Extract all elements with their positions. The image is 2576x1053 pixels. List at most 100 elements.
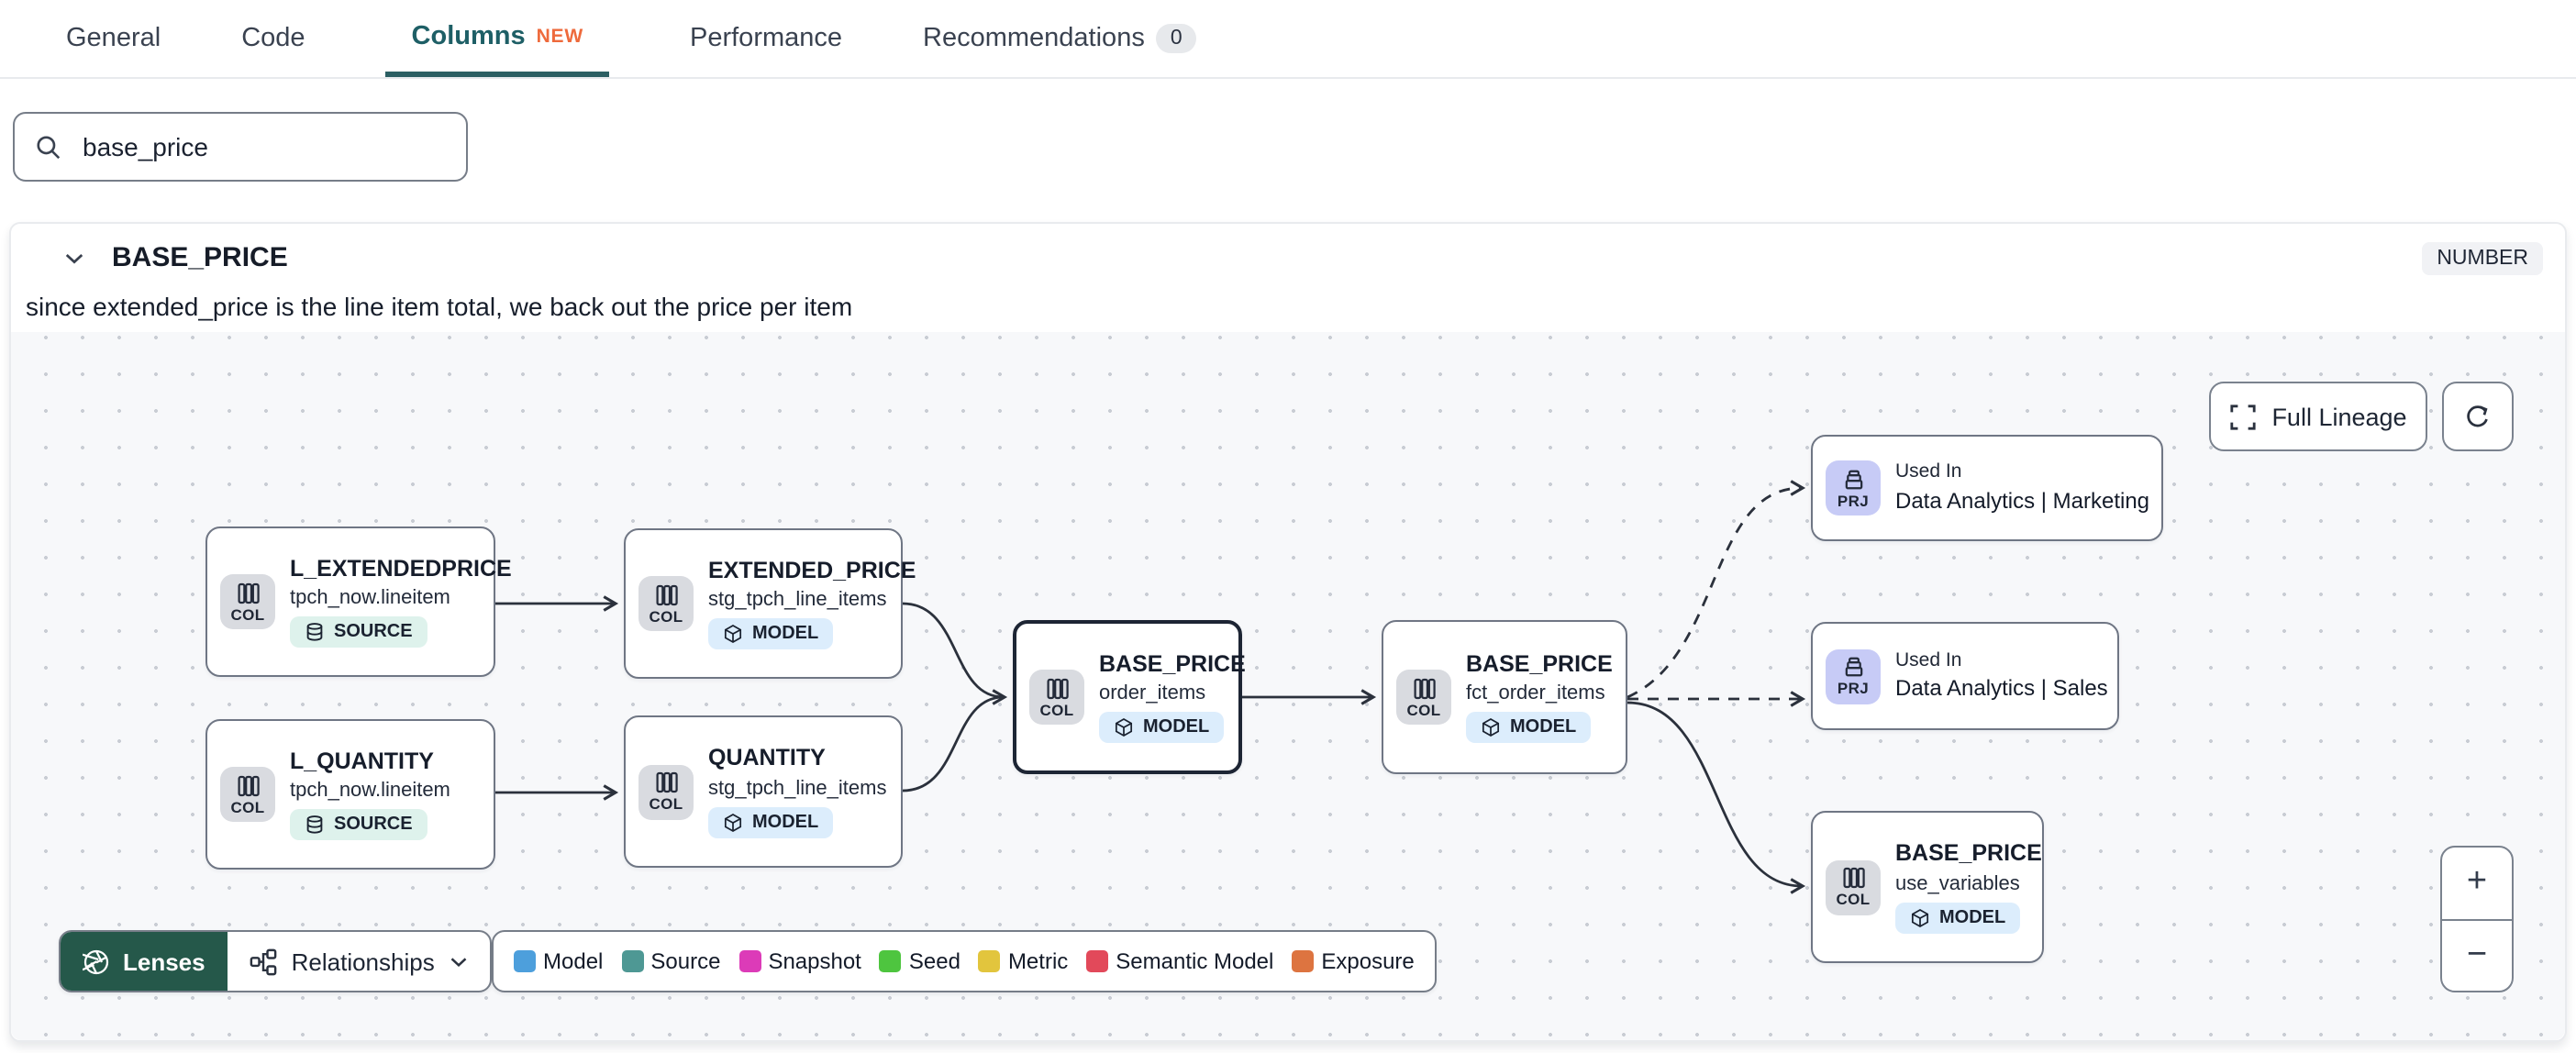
node-base-price-fct-order-items[interactable]: COL BASE_PRICE fct_order_items MODEL [1382,620,1627,774]
cube-icon [1910,907,1930,927]
columns-icon [236,582,260,605]
node-type-legend: Model Source Snapshot Seed Metric Semant… [492,930,1437,992]
lineage-edges [495,480,1806,894]
node-subtitle: order_items [1099,682,1206,705]
legend-item: Seed [879,948,960,974]
column-panel-header[interactable]: BASE_PRICE NUMBER [11,224,2565,281]
new-badge: NEW [536,25,583,47]
lens-toolbar: Lenses Relationships [59,930,492,992]
tab-columns[interactable]: Columns NEW [385,0,609,77]
source-badge: SOURCE [290,616,427,648]
search-icon [35,133,62,161]
project-stack-icon [1841,468,1865,492]
column-name: BASE_PRICE [112,242,288,273]
column-panel: BASE_PRICE NUMBER since extended_price i… [9,222,2567,1042]
columns-icon [1412,677,1436,701]
columns-icon [1045,677,1069,701]
column-tile: COL [1029,670,1084,725]
cube-icon [723,624,743,644]
model-badge: MODEL [708,618,834,649]
legend-swatch [514,950,536,972]
model-badge: MODEL [708,806,834,837]
project-tile: PRJ [1826,460,1881,515]
relationships-icon [250,948,277,975]
search-input[interactable] [79,130,446,163]
model-badge: MODEL [1466,712,1592,743]
lenses-button[interactable]: Lenses [61,932,228,991]
node-used-in-sales[interactable]: PRJ Used In Data Analytics | Sales [1811,622,2119,730]
node-title: L_QUANTITY [290,748,434,774]
columns-icon [654,771,678,795]
legend-item: Model [514,948,603,974]
cube-icon [723,812,743,832]
node-l-extendedprice[interactable]: COL L_EXTENDEDPRICE tpch_now.lineitem SO… [205,526,512,677]
tab-general[interactable]: General [66,24,161,53]
node-title: BASE_PRICE [1895,840,2042,867]
legend-swatch [978,950,1001,972]
database-icon [305,622,325,642]
node-subtitle: stg_tpch_line_items [708,589,887,612]
zoom-out-button[interactable]: − [2442,918,2512,991]
node-subtitle: fct_order_items [1466,682,1605,705]
node-title: Data Analytics | Sales [1895,675,2108,702]
tab-recommendations[interactable]: Recommendations 0 [923,0,1197,77]
column-tile: COL [638,764,694,819]
legend-item: Snapshot [738,948,861,974]
column-tile: COL [220,574,275,629]
project-stack-icon [1841,656,1865,680]
column-tile: COL [638,576,694,631]
legend-swatch [1292,950,1315,972]
chevron-down-icon[interactable] [64,250,84,265]
refresh-button[interactable] [2442,382,2514,451]
aperture-icon [83,948,110,975]
node-subtitle: use_variables [1895,872,2020,895]
tab-bar: General Code Columns NEW Performance Rec… [0,0,2576,79]
node-extended-price[interactable]: COL EXTENDED_PRICE stg_tpch_line_items M… [624,528,916,679]
tab-code[interactable]: Code [241,24,305,53]
node-base-price-order-items[interactable]: COL BASE_PRICE order_items MODEL [1013,620,1246,774]
legend-swatch [621,950,644,972]
legend-swatch [879,950,902,972]
columns-icon [654,583,678,607]
refresh-icon [2462,401,2493,432]
legend-swatch [738,950,761,972]
column-type-badge: NUMBER [2422,241,2543,274]
zoom-controls: + − [2440,846,2514,992]
used-in-label: Used In [1895,460,1962,483]
legend-item: Exposure [1292,948,1415,974]
node-base-price-use-variables[interactable]: COL BASE_PRICE use_variables MODEL [1811,811,2044,963]
legend-swatch [1086,950,1109,972]
cube-icon [1481,717,1501,737]
database-icon [305,815,325,835]
model-badge: MODEL [1099,712,1225,743]
node-used-in-marketing[interactable]: PRJ Used In Data Analytics | Marketing [1811,435,2163,541]
node-title: QUANTITY [708,745,826,771]
node-title: BASE_PRICE [1466,650,1613,677]
column-tile: COL [1396,670,1451,725]
column-search[interactable] [13,112,468,182]
node-subtitle: stg_tpch_line_items [708,777,887,800]
column-tile: COL [1826,859,1881,914]
node-subtitle: tpch_now.lineitem [290,587,450,610]
recommendations-count-badge: 0 [1155,24,1197,53]
chevron-down-icon [450,955,468,968]
tab-performance[interactable]: Performance [690,24,843,53]
columns-icon [1841,867,1865,891]
lineage-canvas[interactable]: COL L_EXTENDEDPRICE tpch_now.lineitem SO… [11,332,2565,1040]
zoom-in-button[interactable]: + [2466,862,2488,902]
relationships-dropdown[interactable]: Relationships [228,932,490,991]
legend-item: Source [621,948,720,974]
columns-icon [236,774,260,798]
node-l-quantity[interactable]: COL L_QUANTITY tpch_now.lineitem SOURCE [205,719,495,870]
column-tile: COL [220,767,275,822]
node-title: EXTENDED_PRICE [708,557,916,583]
node-title: BASE_PRICE [1099,650,1246,677]
legend-item: Semantic Model [1086,948,1273,974]
used-in-label: Used In [1895,648,1962,671]
full-lineage-button[interactable]: Full Lineage [2209,382,2427,451]
column-description: since extended_price is the line item to… [26,292,853,321]
expand-icon [2229,403,2257,430]
project-tile: PRJ [1826,648,1881,704]
node-quantity[interactable]: COL QUANTITY stg_tpch_line_items MODEL [624,715,903,868]
